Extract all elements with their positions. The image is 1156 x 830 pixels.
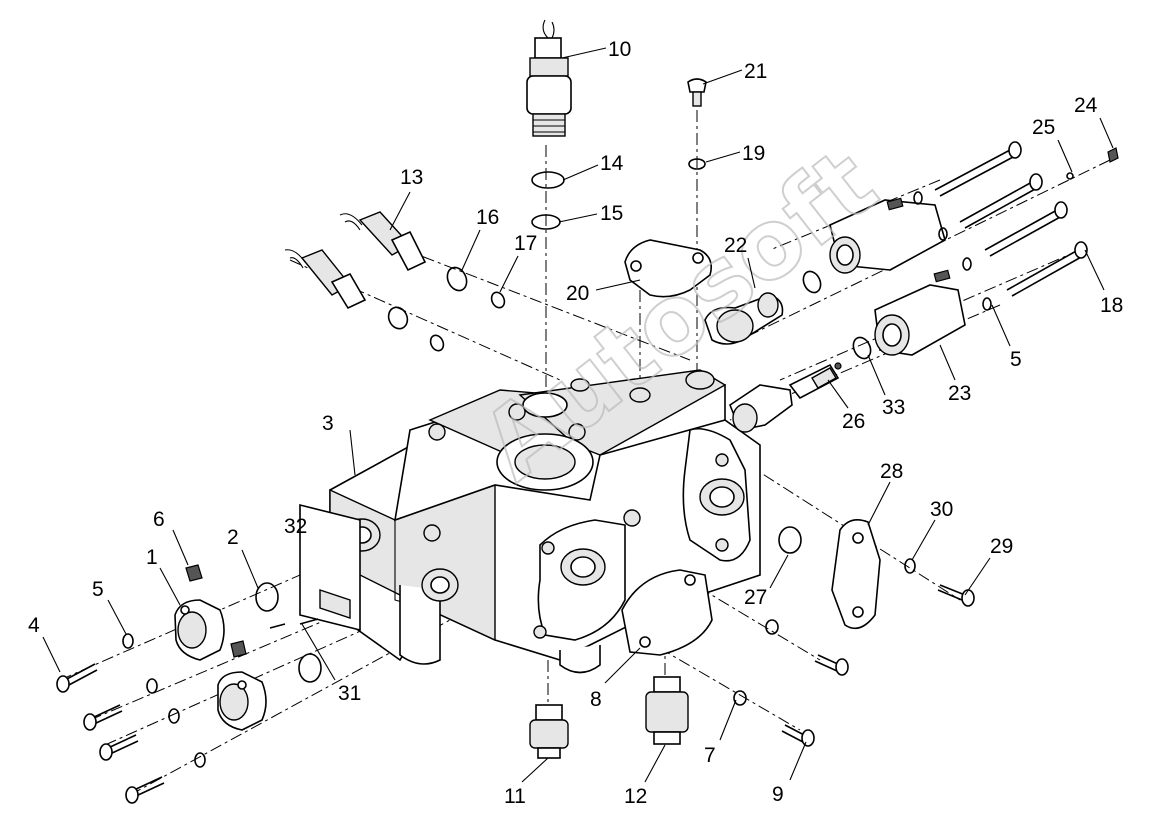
part-21-screw <box>687 78 707 107</box>
part-30-washer <box>904 558 916 574</box>
callout-5-left: 5 <box>92 578 104 601</box>
part-18-bolts <box>913 141 1088 311</box>
part-7-washer <box>733 690 747 706</box>
callout-25: 25 <box>1032 116 1055 139</box>
callout-4: 4 <box>28 614 40 637</box>
body-front-flange <box>533 519 626 641</box>
part-27-oring <box>778 526 802 554</box>
callout-11: 11 <box>504 785 526 808</box>
oring-lower-left <box>298 653 322 683</box>
callout-9: 9 <box>772 783 784 806</box>
callout-27: 27 <box>744 586 767 609</box>
leader-lines <box>42 47 1114 783</box>
callout-29: 29 <box>990 535 1013 558</box>
callout-8: 8 <box>590 688 602 711</box>
callout-23: 23 <box>948 382 971 405</box>
callout-22: 22 <box>724 234 747 257</box>
callout-30: 30 <box>930 498 953 521</box>
part-1-caps <box>174 599 267 731</box>
callout-labels: 10 21 24 25 19 14 13 15 16 17 22 20 18 5… <box>28 38 1123 808</box>
callout-16: 16 <box>476 206 499 229</box>
part-33-oring <box>852 336 872 360</box>
part-10-solenoid <box>526 19 572 137</box>
part-11-plug <box>529 704 569 759</box>
part-13-sensors <box>284 211 427 310</box>
part-29-screw <box>937 584 975 607</box>
part-25-ring <box>1066 172 1074 180</box>
callout-5-right: 5 <box>1010 348 1022 371</box>
part-19-washer <box>688 158 706 170</box>
callout-13: 13 <box>400 166 423 189</box>
oring-lower <box>387 306 409 330</box>
washer-right <box>765 619 779 635</box>
part-24-plug <box>1107 147 1119 163</box>
callout-19: 19 <box>742 142 765 165</box>
part-12-plug <box>645 676 689 745</box>
callout-12: 12 <box>624 785 647 808</box>
callout-14: 14 <box>600 152 624 175</box>
callout-20: 20 <box>566 282 589 305</box>
part-28-cover <box>831 519 881 630</box>
callout-6: 6 <box>153 508 165 531</box>
part-14-oring <box>531 171 565 189</box>
part-31-pins <box>269 618 319 629</box>
part-5-washers-left <box>122 633 206 768</box>
callout-10: 10 <box>608 38 631 61</box>
part-20-cover-plate <box>624 239 713 298</box>
part-23-caps <box>829 197 966 356</box>
callout-3: 3 <box>322 412 334 435</box>
part-2-oring <box>255 582 279 612</box>
callout-32: 32 <box>284 515 307 538</box>
callout-21: 21 <box>744 60 767 83</box>
callout-26: 26 <box>842 410 865 433</box>
callout-1: 1 <box>146 546 158 569</box>
screw-right <box>814 654 849 676</box>
callout-2: 2 <box>227 526 239 549</box>
callout-7: 7 <box>704 744 716 767</box>
callout-33: 33 <box>882 396 905 419</box>
part-17-oring <box>490 291 506 309</box>
oring-small <box>429 334 445 352</box>
callout-24: 24 <box>1074 94 1098 117</box>
part-6-fittings <box>185 564 247 658</box>
callout-31: 31 <box>338 682 361 705</box>
body-right-flange <box>682 427 751 562</box>
callout-28: 28 <box>880 460 903 483</box>
part-16-oring <box>446 266 468 292</box>
part-32-gasket <box>299 503 361 632</box>
oring-upper-cap <box>802 270 822 294</box>
part-4-screws-left <box>56 663 165 804</box>
part-8-cover <box>621 569 713 656</box>
part-26-valve <box>811 362 842 389</box>
callout-15: 15 <box>600 202 623 225</box>
callout-17: 17 <box>514 232 537 255</box>
callout-18: 18 <box>1100 294 1123 317</box>
part-9-screw <box>781 724 815 747</box>
